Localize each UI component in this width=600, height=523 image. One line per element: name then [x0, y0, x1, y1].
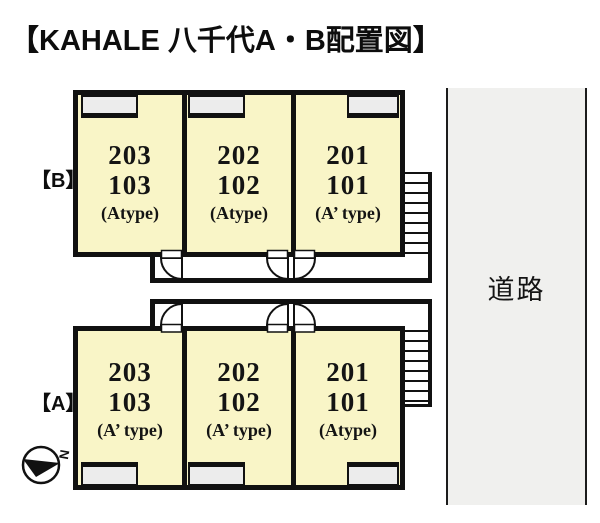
corridor-b — [150, 257, 432, 283]
room-number: 101 — [326, 387, 370, 417]
building-a-label: 【A】 — [31, 393, 86, 415]
room-number: 102 — [217, 169, 261, 200]
building-b-label: 【B】 — [31, 170, 86, 192]
unit-a-202: 202 102 (A’ type) — [187, 331, 291, 485]
room-number: 103 — [108, 169, 152, 200]
building-b: 203 103 (Atype) 202 102 (Atype) 201 101 … — [73, 90, 405, 257]
room-type: (A’ type) — [315, 202, 381, 223]
balcony — [347, 462, 399, 486]
room-type: (Atype) — [210, 202, 268, 223]
stairs-wall — [428, 172, 432, 283]
corridor-a — [150, 299, 432, 326]
unit-a-203: 203 103 (A’ type) — [78, 331, 182, 485]
unit-b-202: 202 102 (Atype) — [187, 95, 291, 252]
room-number: 202 — [217, 357, 261, 387]
unit-b-201: 201 101 (A’ type) — [296, 95, 400, 252]
stairs-wall — [428, 299, 432, 407]
compass-icon: N — [21, 445, 72, 485]
room-type: (Atype) — [101, 202, 159, 223]
road-label: 道路 — [487, 275, 546, 305]
unit-b-203: 203 103 (Atype) — [78, 95, 182, 252]
road: 道路 — [446, 88, 587, 505]
room-number: 101 — [326, 169, 370, 200]
balcony — [81, 95, 138, 118]
stairs-icon — [402, 172, 429, 257]
balcony — [347, 95, 399, 118]
page-title: 【KAHALE 八千代A・B配置図】 — [10, 25, 442, 57]
compass-north-label: N — [56, 449, 72, 461]
balcony — [81, 462, 138, 486]
room-type: (A’ type) — [97, 420, 163, 440]
room-number: 103 — [108, 387, 152, 417]
room-number: 203 — [108, 139, 152, 170]
unit-a-201: 201 101 (Atype) — [296, 331, 400, 485]
balcony — [188, 462, 245, 486]
room-number: 102 — [217, 387, 261, 417]
room-number: 201 — [326, 357, 370, 387]
room-number: 201 — [326, 139, 370, 170]
stairs-icon — [402, 330, 429, 407]
room-number: 203 — [108, 357, 152, 387]
balcony — [188, 95, 245, 118]
room-number: 202 — [217, 139, 261, 170]
room-type: (A’ type) — [206, 420, 272, 440]
room-type: (Atype) — [319, 420, 377, 440]
